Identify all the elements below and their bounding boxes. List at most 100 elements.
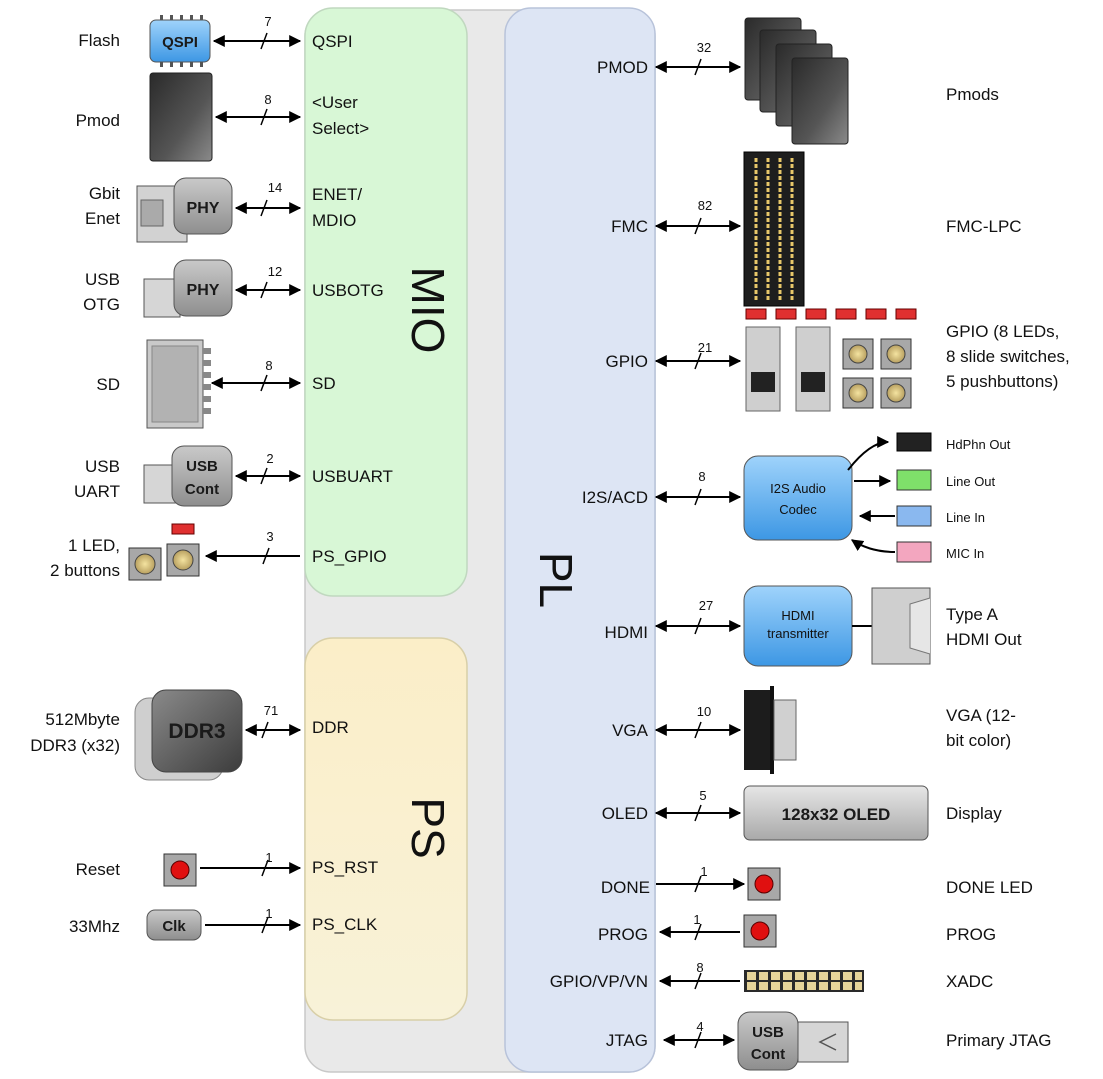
- qspi-chip-label: QSPI: [162, 34, 198, 51]
- xadc-width: 8: [696, 960, 703, 975]
- display-label: Display: [946, 804, 1002, 823]
- hdmi-width: 27: [699, 598, 713, 613]
- port-pl-gpio: GPIO: [605, 352, 648, 371]
- port-done: DONE: [601, 878, 650, 897]
- port-usbotg: USBOTG: [312, 281, 384, 300]
- vga-desc-1: VGA (12-: [946, 706, 1016, 725]
- i2s-audio-codec-chip: I2S Audio Codec: [743, 455, 853, 541]
- xadc-label: XADC: [946, 972, 993, 991]
- gpio-slide-switches-icon: [745, 326, 831, 412]
- hdphn-jack-icon: [896, 432, 932, 452]
- prog-button-icon: [743, 914, 777, 948]
- vga-connector-icon: [744, 686, 797, 774]
- pmod-connectors-stack: [744, 17, 849, 145]
- reset-label: Reset: [76, 860, 121, 879]
- port-pl-pmod: PMOD: [597, 58, 648, 77]
- gpio-desc-3: 5 pushbuttons): [946, 372, 1058, 391]
- reset-button-icon: [163, 853, 197, 887]
- ps-clk-width: 1: [265, 906, 272, 921]
- enet-phy-chip: PHY: [173, 177, 233, 235]
- jtag-chip-label-2: Cont: [751, 1046, 785, 1063]
- gbit-label-1: Gbit: [89, 184, 120, 203]
- otg-phy-label: PHY: [187, 282, 220, 299]
- oled-module-label: 128x32 OLED: [782, 805, 891, 824]
- done-width: 1: [700, 864, 707, 879]
- ps-gpio-width: 3: [266, 529, 273, 544]
- ps-button-1-icon: [128, 547, 162, 581]
- uart-label-2: UART: [74, 482, 120, 501]
- pmod-label: Pmod: [76, 111, 120, 130]
- hdphn-wire: [847, 436, 890, 471]
- otg-label-1: USB: [85, 270, 120, 289]
- ddr-width: 71: [264, 703, 278, 718]
- fmc-lpc-label: FMC-LPC: [946, 217, 1022, 236]
- pmod-connector: [149, 72, 213, 162]
- gpio-leds-icon: [745, 308, 917, 320]
- otg-label-2: OTG: [83, 295, 120, 314]
- ps-button-2-icon: [166, 543, 200, 577]
- gpio-desc-1: GPIO (8 LEDs,: [946, 322, 1059, 341]
- i2s-width: 8: [698, 469, 705, 484]
- codec-label-2: Codec: [779, 502, 817, 517]
- pl-title: PL: [530, 552, 582, 608]
- hdmi-out-label-1: Type A: [946, 605, 999, 624]
- port-hdmi: HDMI: [605, 623, 648, 642]
- qspi-width: 7: [264, 14, 271, 29]
- ddr3-chip-label: DDR3: [168, 720, 225, 743]
- flash-label: Flash: [78, 31, 120, 50]
- gpio-pushbuttons-icon: [842, 338, 912, 409]
- port-i2s: I2S/ACD: [582, 488, 648, 507]
- mic-in-jack-icon: [896, 541, 932, 563]
- jtag-usb-connector-icon: [797, 1021, 849, 1063]
- line-in-label: Line In: [946, 510, 985, 525]
- vga-width: 10: [697, 704, 711, 719]
- codec-label-1: I2S Audio: [770, 481, 826, 496]
- uart-label-1: USB: [85, 457, 120, 476]
- oled-width: 5: [699, 788, 706, 803]
- port-oled: OLED: [602, 804, 648, 823]
- pmod-width: 8: [264, 92, 271, 107]
- enet-phy-label: PHY: [187, 200, 220, 217]
- ddr-label-2: DDR3 (x32): [30, 736, 120, 755]
- fmc-lpc-connector: [743, 151, 805, 307]
- usb-uart-chip-label-2: Cont: [185, 481, 219, 498]
- ps-title: PS: [402, 797, 454, 858]
- mic-in-label: MIC In: [946, 546, 984, 561]
- jtag-usb-controller-chip: USB Cont: [737, 1011, 799, 1071]
- usb-uart-controller-chip: USB Cont: [171, 445, 233, 507]
- pl-pmod-width: 32: [697, 40, 711, 55]
- port-user-select-1: <User: [312, 93, 358, 112]
- line-out-jack-icon: [896, 469, 932, 491]
- hdphn-label: HdPhn Out: [946, 437, 1011, 452]
- enet-width: 14: [268, 180, 282, 195]
- ps-rst-width: 1: [265, 850, 272, 865]
- hdmi-transmitter-chip: HDMI transmitter: [743, 585, 853, 667]
- port-ddr: DDR: [312, 718, 349, 737]
- hdmi-tx-label-2: transmitter: [767, 626, 829, 641]
- sd-label: SD: [96, 375, 120, 394]
- port-enet-1: ENET/: [312, 185, 362, 204]
- ps-region: [304, 637, 468, 1021]
- jtag-chip-label-1: USB: [752, 1024, 784, 1041]
- pl-gpio-width: 21: [698, 340, 712, 355]
- mio-title: MIO: [402, 267, 454, 354]
- port-xadc: GPIO/VP/VN: [550, 972, 648, 991]
- ps-led-icon: [171, 523, 195, 535]
- port-vga: VGA: [612, 721, 649, 740]
- port-fmc: FMC: [611, 217, 648, 236]
- port-ps-clk: PS_CLK: [312, 915, 378, 934]
- fmc-width: 82: [698, 198, 712, 213]
- hdmi-out-label-2: HDMI Out: [946, 630, 1022, 649]
- port-sd: SD: [312, 374, 336, 393]
- port-ps-rst: PS_RST: [312, 858, 378, 877]
- xadc-header-icon: [744, 970, 864, 992]
- led-buttons-label-1: 1 LED,: [68, 536, 120, 555]
- hdmi-tx-label-1: HDMI: [781, 608, 814, 623]
- usb-uart-chip-label-1: USB: [186, 458, 218, 475]
- port-jtag: JTAG: [606, 1031, 648, 1050]
- prog-width: 1: [693, 912, 700, 927]
- oled-display-module: 128x32 OLED: [743, 785, 929, 841]
- prog-label: PROG: [946, 925, 996, 944]
- usbotg-width: 12: [268, 264, 282, 279]
- jtag-width: 4: [696, 1019, 703, 1034]
